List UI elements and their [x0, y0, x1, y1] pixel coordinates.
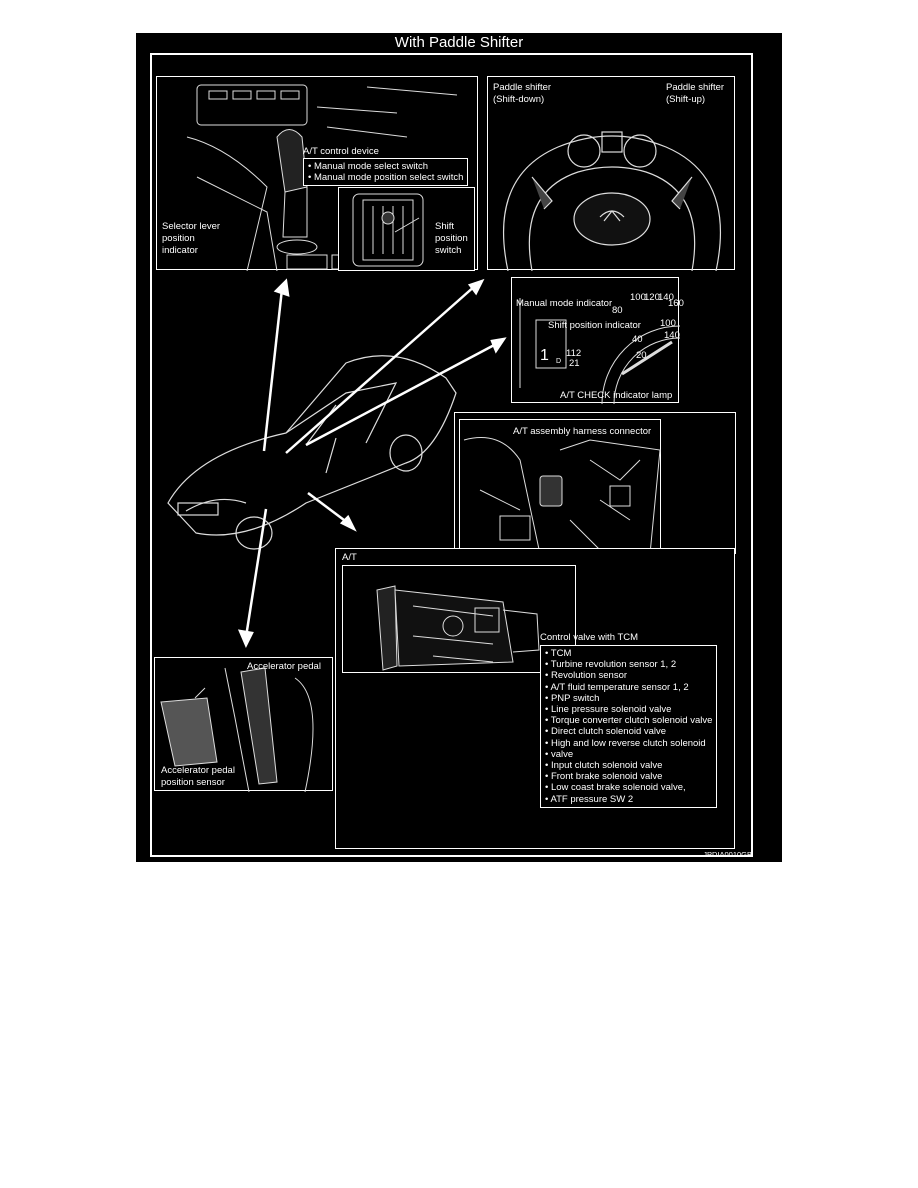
control-item: Manual mode select switch — [308, 161, 463, 172]
speed-tick: 100 — [660, 318, 676, 329]
meter-drawing — [519, 298, 680, 404]
control-item: Manual mode position select switch — [308, 172, 463, 183]
speed-tick: 140 — [658, 292, 674, 303]
valve-item: Input clutch solenoid valve — [545, 760, 712, 771]
speed-tick: 80 — [612, 305, 623, 316]
shift-up-label: Paddle shifter (Shift-up) — [666, 82, 725, 105]
valve-item: PNP switch — [545, 693, 712, 704]
speed-tick: 140 — [664, 330, 680, 341]
gear-digit: 112 — [566, 348, 582, 359]
valve-item: Torque converter clutch solenoid valve — [545, 715, 713, 726]
harness-label: A/T assembly harness connector — [513, 426, 652, 437]
at-panel-label: A/T — [342, 552, 357, 563]
check-lamp-label: A/T CHECK indicator lamp — [560, 390, 673, 401]
shift-down-label: Paddle shifter (Shift-down) — [493, 82, 552, 105]
pedal-drawing — [160, 667, 314, 792]
harness-drawing — [463, 437, 661, 554]
steering-wheel-drawing — [502, 131, 722, 271]
valve-item-cont: ATF pressure SW 2 — [545, 794, 712, 805]
meter-panel: Manual mode indicator Shift position ind… — [511, 277, 684, 404]
valve-item-cont: valve — [545, 749, 712, 760]
valve-heading: Control valve with TCM — [540, 632, 639, 643]
valve-item: High and low reverse clutch solenoid — [545, 738, 712, 749]
shift-switch-drawing — [352, 193, 424, 267]
pedal-sensor-label: Accelerator pedal position sensor — [161, 765, 235, 788]
speed-tick: 40 — [632, 334, 643, 345]
valve-item: TCM — [545, 648, 712, 659]
gear-digit: 1 — [540, 347, 549, 364]
diagram-frame — [150, 53, 753, 857]
selector-label: Selector lever position indicator — [162, 221, 221, 256]
shift-lever-panel: A/T control device Manual mode select sw… — [156, 76, 478, 271]
diagram-figure: With Paddle Shifter A/T control device M… — [136, 33, 782, 862]
transmission-drawing — [376, 585, 540, 671]
shift-switch-label: Shift position switch — [435, 221, 468, 256]
harness-panel: A/T assembly harness connector — [454, 412, 736, 554]
accelerator-label: Accelerator pedal — [247, 661, 321, 672]
control-device-label: A/T control device — [303, 146, 379, 157]
speed-tick: 120 — [644, 292, 660, 303]
valve-item: Revolution sensor — [545, 670, 712, 681]
valve-item: Direct clutch solenoid valve — [545, 726, 712, 737]
pedal-panel: Accelerator pedal Accelerator pedal posi… — [154, 657, 333, 792]
valve-item: A/T fluid temperature sensor 1, 2 — [545, 682, 712, 693]
at-panel: A/T Control valve with TCM TCM Turbine r… — [335, 548, 735, 849]
valve-list: TCM Turbine revolution sensor 1, 2 Revol… — [540, 645, 718, 808]
figure-code: JPDIA0010GB — [703, 850, 752, 859]
gear-digit: 21 — [569, 358, 580, 369]
speed-tick: 100 — [630, 292, 646, 303]
valve-item: Low coast brake solenoid valve, — [545, 782, 712, 793]
harness-inset: A/T assembly harness connector — [459, 419, 661, 554]
gear-digit: D — [556, 358, 562, 365]
valve-item: Line pressure solenoid valve — [545, 704, 712, 715]
transmission-inset — [342, 565, 576, 673]
shift-switch-inset: Shift position switch — [338, 187, 475, 271]
speed-tick: 20 — [636, 350, 647, 361]
valve-item: Turbine revolution sensor 1, 2 — [545, 659, 712, 670]
shift-indicator-label: Shift position indicator — [548, 320, 641, 331]
manual-indicator-label: Manual mode indicator — [516, 298, 613, 309]
valve-item: Front brake solenoid valve — [545, 771, 712, 782]
speed-tick: 160 — [668, 298, 684, 309]
diagram-title: With Paddle Shifter — [394, 34, 524, 51]
control-device-list: Manual mode select switch Manual mode po… — [303, 158, 469, 187]
steering-wheel-panel: Paddle shifter (Shift-down) Paddle shift… — [487, 76, 735, 271]
